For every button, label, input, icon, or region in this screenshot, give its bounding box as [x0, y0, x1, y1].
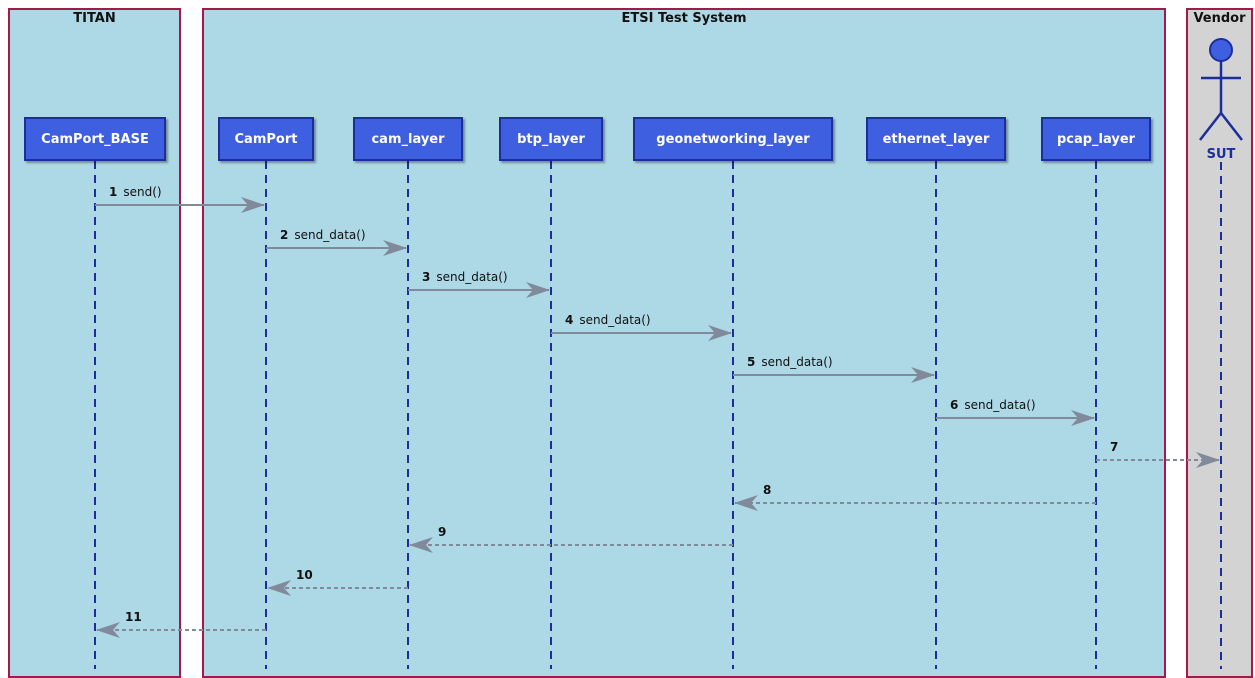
- message-number: 3: [422, 270, 430, 284]
- message-6: 6 send_data(): [936, 398, 1095, 426]
- participant-geonetworking_layer: geonetworking_layer: [633, 117, 833, 161]
- message-number: 11: [125, 610, 142, 624]
- message-text: send_data(): [579, 313, 650, 327]
- message-11: 11: [96, 610, 266, 638]
- message-label: 5 send_data(): [747, 355, 833, 369]
- arrowhead: [734, 495, 758, 511]
- message-10: 10: [267, 568, 408, 596]
- message-label: 8: [763, 483, 771, 497]
- arrowhead: [383, 240, 407, 256]
- message-number: 1: [109, 185, 117, 199]
- actor-label: SUT: [1207, 147, 1236, 162]
- arrowhead: [409, 537, 433, 553]
- message-8: 8: [734, 483, 1096, 511]
- arrowhead: [267, 580, 291, 596]
- participant-label: ethernet_layer: [882, 131, 990, 147]
- arrowhead: [241, 197, 265, 213]
- message-text: send_data(): [964, 398, 1035, 412]
- message-1: 1 send(): [95, 185, 265, 213]
- participant-label: geonetworking_layer: [656, 131, 810, 147]
- message-9: 9: [409, 525, 733, 553]
- message-number: 10: [296, 568, 313, 582]
- participant-ethernet_layer: ethernet_layer: [866, 117, 1006, 161]
- box-vendor: Vendor: [1186, 8, 1253, 678]
- message-label: 10: [296, 568, 313, 582]
- message-text: send_data(): [761, 355, 832, 369]
- message-number: 5: [747, 355, 755, 369]
- participant-label: cam_layer: [371, 131, 445, 147]
- participant-btp_layer: btp_layer: [499, 117, 603, 161]
- arrowhead: [1071, 410, 1095, 426]
- arrowhead: [708, 325, 732, 341]
- message-label: 4 send_data(): [565, 313, 651, 327]
- message-7: 7: [1096, 440, 1220, 468]
- message-label: 3 send_data(): [422, 270, 508, 284]
- box-title: ETSI Test System: [621, 11, 747, 26]
- message-number: 9: [438, 525, 446, 539]
- message-number: 2: [280, 228, 288, 242]
- message-text: send(): [123, 185, 161, 199]
- message-text: send_data(): [294, 228, 365, 242]
- participant-camport: CamPort: [218, 117, 314, 161]
- message-5: 5 send_data(): [733, 355, 935, 383]
- message-label: 6 send_data(): [950, 398, 1036, 412]
- participant-camport_base: CamPort_BASE: [24, 117, 166, 161]
- arrowhead: [911, 367, 935, 383]
- actor-leg-right: [1220, 112, 1243, 141]
- participant-cam_layer: cam_layer: [353, 117, 463, 161]
- message-number: 7: [1110, 440, 1118, 454]
- participant-label: CamPort_BASE: [41, 131, 149, 147]
- box-title: TITAN: [73, 11, 116, 26]
- message-label: 2 send_data(): [280, 228, 366, 242]
- message-number: 8: [763, 483, 771, 497]
- message-number: 6: [950, 398, 958, 412]
- participant-label: CamPort: [234, 131, 298, 147]
- message-label: 11: [125, 610, 142, 624]
- participant-pcap_layer: pcap_layer: [1041, 117, 1151, 161]
- message-2: 2 send_data(): [266, 228, 407, 256]
- message-label: 7: [1110, 440, 1118, 454]
- actor-head: [1209, 38, 1233, 62]
- message-4: 4 send_data(): [551, 313, 732, 341]
- arrowhead: [96, 622, 120, 638]
- box-title: Vendor: [1193, 11, 1246, 26]
- message-label: 1 send(): [109, 185, 162, 199]
- actor-sut: SUT: [1199, 38, 1243, 162]
- message-number: 4: [565, 313, 573, 327]
- message-text: send_data(): [436, 270, 507, 284]
- participant-label: pcap_layer: [1056, 131, 1136, 147]
- arrowhead: [1196, 452, 1220, 468]
- message-label: 9: [438, 525, 446, 539]
- actor-leg-left: [1199, 112, 1222, 141]
- participant-label: btp_layer: [517, 131, 585, 147]
- message-3: 3 send_data(): [408, 270, 550, 298]
- arrowhead: [526, 282, 550, 298]
